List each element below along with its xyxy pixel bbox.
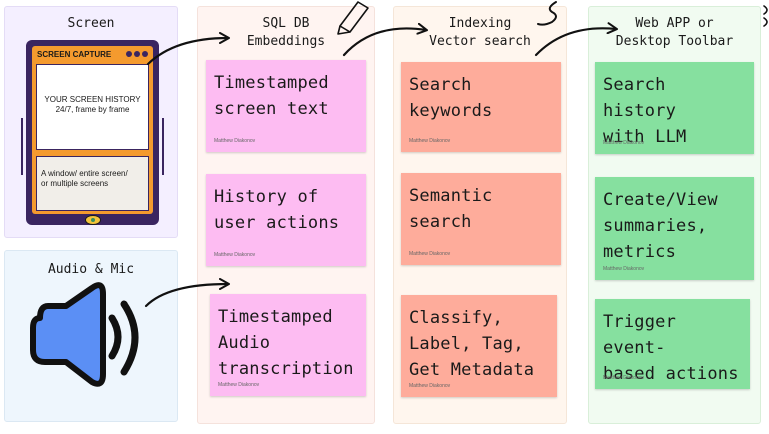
indexing-title: Indexing Vector search [429,16,531,49]
note-history-of-user-actions: History of user actions Matthew Diakonov [206,174,366,266]
squiggle-doodle [537,1,557,26]
window-dots-icon [126,51,148,57]
sql-title: SQL DB Embeddings [246,16,326,49]
note-trigger-event-actions: Trigger event- based actions Matthew Dia… [595,299,750,389]
screen-title: Screen [67,16,115,31]
card-emblem-icon [85,215,101,225]
arrow-icon [144,278,230,308]
screen-capture-card: SCREEN CAPTURE YOUR SCREEN HISTORY 24/7,… [26,40,159,225]
note-semantic-search: Semantic search Matthew Diakonov [401,173,561,265]
edge-doodle [763,5,768,27]
note-timestamped-screen-text: Timestamped screen text Matthew Diakonov [206,60,366,152]
audio-title: Audio & Mic [47,262,135,277]
note-classify-label-tag: Classify, Label, Tag, Get Metadata Matth… [401,295,557,397]
screen-scope-text: A window/ entire screen/ or multiple scr… [36,156,149,211]
note-search-keywords: Search keywords Matthew Diakonov [401,62,561,152]
arrow-icon [146,32,230,66]
screen-history-text: YOUR SCREEN HISTORY 24/7, frame by frame [36,64,149,150]
arrow-icon [342,22,428,57]
pencil-icon [337,1,369,35]
note-timestamped-audio-transcription: Timestamped Audio transcription Matthew … [210,294,366,396]
note-create-view-summaries: Create/View summaries, metrics Matthew D… [595,177,754,280]
note-search-history-llm: Search history with LLM Matthew Diakonov [595,62,754,154]
webapp-title: Web APP or Desktop Toolbar [615,16,734,49]
screen-capture-header: SCREEN CAPTURE [34,48,151,62]
arrow-icon [534,22,618,57]
